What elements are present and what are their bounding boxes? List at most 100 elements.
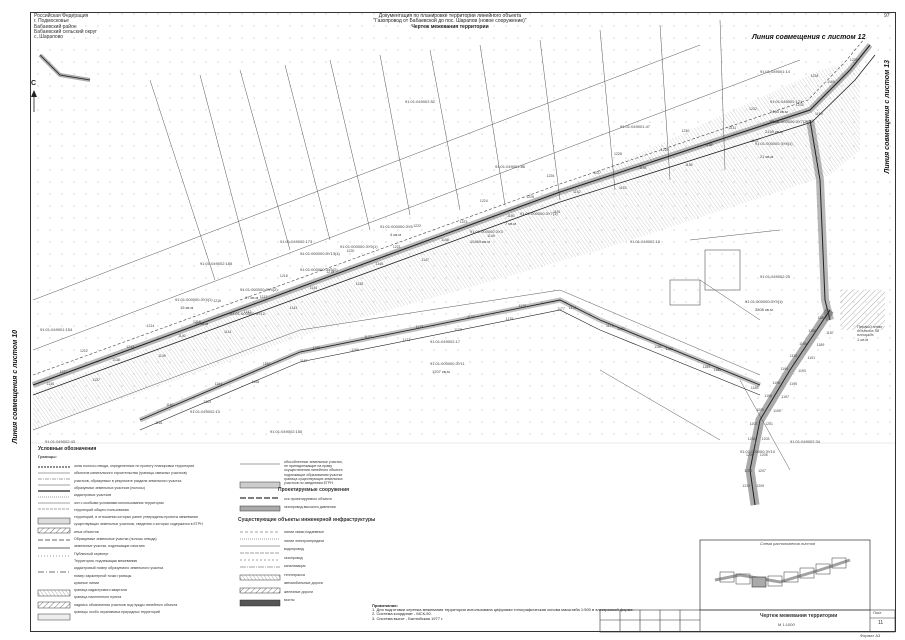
area-label: 19 кв.м (195, 321, 209, 326)
parcel-label: 91:01:049002:52 (405, 99, 436, 104)
key-map-title: Схема расположения листов (760, 541, 816, 546)
point-number: 1172 (415, 324, 424, 329)
point-number: 1204 (747, 437, 756, 442)
point-number: 1212 (80, 349, 88, 354)
legend-item: граница существующих земельных (284, 476, 343, 481)
header-line-3: Чертеж межевания территории (411, 23, 489, 30)
legend-item: надпись обозначения участков под нужды л… (74, 602, 178, 607)
zu-label: 91:01:000000:ЗУ4(1) (175, 297, 213, 302)
legend-item: Образуемые земельные участки (полосы отв… (74, 537, 157, 541)
sheet-format: Формат А3 (860, 633, 881, 638)
point-number: 1146 (375, 261, 384, 266)
parcel-label: 91:01:049002:25 (760, 274, 791, 279)
legend-item: зон с особыми условиями использования те… (74, 500, 164, 505)
point-number: 1173 (454, 327, 462, 332)
point-number: 1162 (166, 402, 174, 407)
point-number: 1190 (799, 341, 807, 346)
point-number: 1136 (46, 382, 55, 386)
legend-item: линии электропередачи (284, 538, 324, 543)
point-number: 1200 (756, 407, 765, 412)
point-number: 1180 (617, 326, 625, 331)
zu-label: 91:01:000000:ЗУ6 (380, 224, 413, 229)
point-number: 1143 (289, 305, 298, 310)
parcel-label: 91:01:049001:14 (760, 69, 791, 74)
legend-swatches (37, 463, 281, 621)
legend-item: канализация (284, 564, 306, 568)
point-number: 1199 (773, 408, 781, 413)
point-number: 1187 (826, 330, 834, 335)
zu-label: 91:01:000000:ЗУ13(1) (300, 251, 340, 256)
parcel-label: 91:01:049002:121 (770, 99, 803, 104)
point-number: 1168 (312, 345, 321, 350)
point-number: 1215 (193, 319, 201, 324)
point-number: 1232 (749, 106, 757, 111)
legend-item: теплотрасса (284, 572, 305, 577)
legend-item: существующих земельных участков, сведени… (74, 522, 203, 527)
header-line-1: Документация по планировке территории ли… (378, 13, 522, 19)
point-number: 1153 (619, 186, 627, 191)
legend-item: объектов капитального строительства (гра… (74, 471, 187, 476)
point-number: 1194 (780, 367, 789, 372)
point-number: 1197 (781, 395, 789, 400)
point-number: 1189 (816, 343, 825, 348)
point-number: 1178 (568, 306, 577, 310)
match-line-left: Линия совмещения с листом 10 (12, 330, 19, 444)
point-number: 1223 (459, 219, 468, 224)
point-number: 1167 (300, 359, 308, 364)
building-outline (704, 249, 741, 291)
point-number: 1228 (614, 151, 622, 156)
right-annotation: Первый этап объекта 58 площадь 1 кв.м (857, 324, 883, 342)
zu-label: 91:01:000000:ЗУ4(2) (240, 287, 278, 292)
point-number: 1201 (765, 422, 773, 427)
legend-item: линии связи подземные (284, 530, 324, 534)
point-number: 1233 (795, 103, 804, 108)
point-number: 1186 (817, 316, 826, 321)
point-number: 1218 (279, 274, 288, 279)
north-arrow (31, 90, 37, 112)
parcel-label: 91:01:049001:47 (620, 124, 651, 129)
point-number: 1174 (467, 314, 475, 319)
point-number: 1138 (112, 357, 120, 362)
point-number: 1221 (392, 244, 401, 249)
legend-infra-title: Существующие объекты инженерной инфрастр… (238, 517, 376, 523)
point-number: 1205 (759, 453, 768, 457)
parcel-label: 91:01:049002:173 (280, 239, 313, 244)
point-number: 1169 (351, 348, 359, 353)
point-number: 1179 (606, 324, 614, 329)
area-label: 15 кв.м (180, 305, 194, 310)
match-line-top-right: Линия совмещения с листом 12 (752, 34, 866, 41)
point-number: 1224 (479, 199, 488, 204)
point-number: 1158 (771, 119, 779, 124)
point-number: 1171 (402, 338, 411, 342)
point-number: 1182 (665, 347, 673, 352)
point-number: 1226 (546, 174, 555, 179)
point-number: 1220 (346, 249, 355, 254)
legend-item: кадастровых участков (74, 493, 112, 498)
north-label: С (31, 80, 37, 87)
legend-item: мосты (284, 598, 295, 602)
point-number: 1154 (639, 166, 647, 171)
point-number: 1166 (262, 361, 271, 366)
legend-item: граница кадастрового квартала (74, 588, 127, 593)
parcel-label: 91:01:049002:17 (430, 339, 461, 344)
point-number: 1164 (214, 382, 223, 387)
point-number: 1175 (505, 317, 514, 322)
point-number: 1211 (59, 369, 68, 374)
point-number: 1144 (309, 285, 318, 290)
point-number: 1148 (441, 237, 449, 242)
point-number: 1227 (593, 170, 601, 175)
area-label: 17 кв.м (245, 295, 259, 300)
parcel-label: 91:01:049002:14 (190, 409, 221, 414)
zu-label: 91:01:000000:ЗУ7(2) (770, 119, 808, 124)
point-number: 1139 (158, 353, 166, 358)
legend-item: территорий общего пользования (74, 507, 129, 512)
sheet-number-top: 97 (884, 13, 890, 19)
point-number: 1216 (213, 299, 222, 304)
point-number: 1202 (749, 421, 758, 426)
point-number: 1165 (251, 379, 260, 384)
legend-item: Территория, подлежащая межеванию (74, 558, 138, 563)
legend-subtitle: Границы: (38, 454, 57, 459)
legend-title: Условные обозначения (38, 446, 97, 452)
point-number: 1156 (705, 142, 713, 147)
